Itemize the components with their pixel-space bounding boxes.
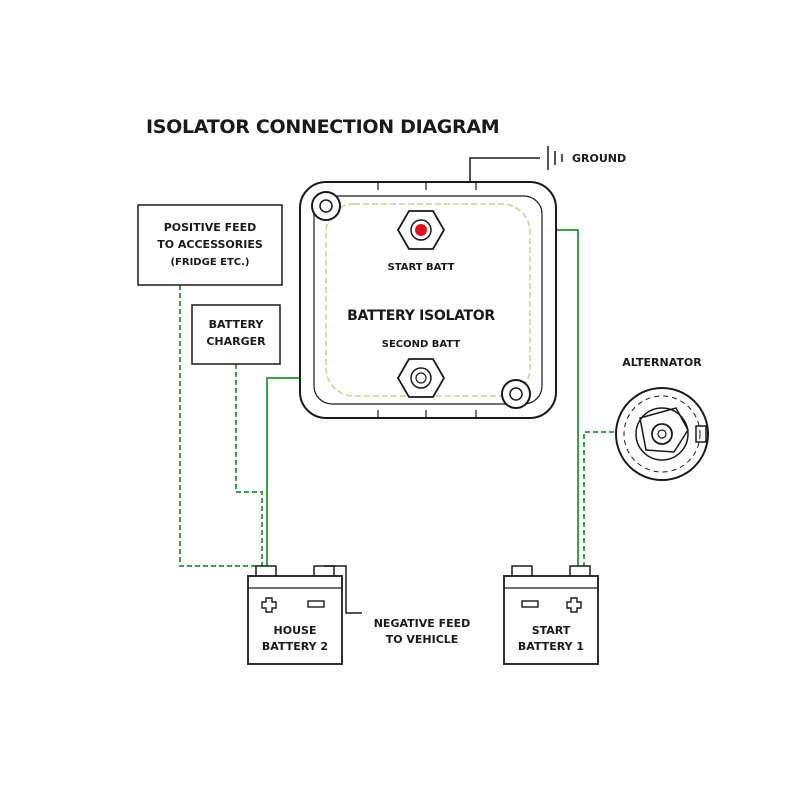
accessories-box: POSITIVE FEED TO ACCESSORIES (FRIDGE ETC… [137,204,283,286]
ground-label: GROUND [572,152,626,165]
accessories-line1: POSITIVE FEED [164,221,257,234]
mounting-hole-bottom-right [501,379,531,409]
start-batt-terminal-stud-icon [396,210,446,250]
accessories-line3: (FRIDGE ETC.) [170,257,249,268]
second-batt-terminal-stud-icon [396,358,446,398]
battery-isolator: START BATT BATTERY ISOLATOR SECOND BATT [299,181,557,419]
house-battery: HOUSE BATTERY 2 [247,565,343,665]
negative-feed-wire [324,565,362,614]
house-battery-line1: HOUSE [274,624,317,637]
alternator-icon [615,387,709,481]
charger-line2: CHARGER [206,335,266,348]
start-battery-line1: START [532,624,571,637]
minus-icon [521,600,539,608]
mounting-hole-top-left [311,191,341,221]
red-indicator-icon [415,224,427,236]
minus-icon [307,600,325,608]
dashed-wires [179,285,614,567]
start-battery: START BATTERY 1 [503,565,599,665]
ground-symbol-icon [547,146,563,170]
start-battery-line2: BATTERY 1 [518,640,584,653]
negative-feed-line2: TO VEHICLE [386,633,459,646]
second-batt-label: SECOND BATT [382,339,461,350]
alternator: ALTERNATOR [615,356,709,481]
charger-box: BATTERY CHARGER [191,304,281,365]
wire-charger [235,364,263,566]
house-battery-line2: BATTERY 2 [262,640,328,653]
wire-alternator [583,431,614,566]
accessories-line2: TO ACCESSORIES [157,238,263,251]
plus-icon [566,597,582,613]
wire-accessories [179,285,256,567]
negative-feed-line1: NEGATIVE FEED [374,617,471,630]
isolator-name: BATTERY ISOLATOR [347,308,495,324]
alternator-label: ALTERNATOR [622,356,702,369]
charger-line1: BATTERY [209,318,265,331]
start-batt-label: START BATT [388,262,455,273]
diagram-title: ISOLATOR CONNECTION DIAGRAM [146,116,499,138]
plus-icon [261,597,277,613]
